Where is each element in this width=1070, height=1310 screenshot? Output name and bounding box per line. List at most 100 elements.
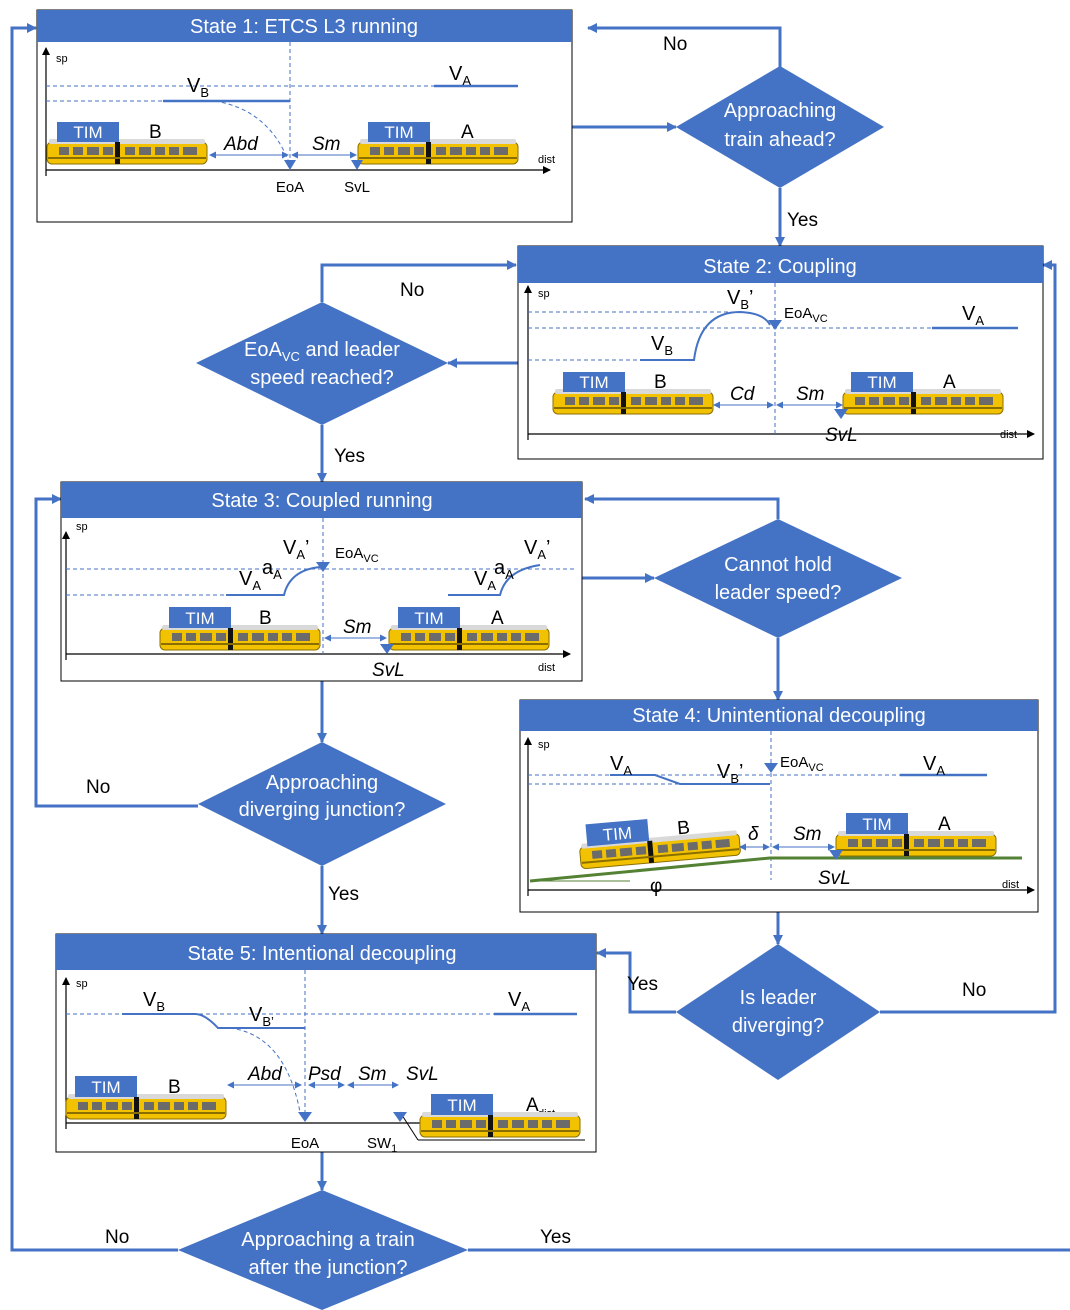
flow-lines — [10, 23, 1070, 1252]
edge-label-yes-d5: Yes — [627, 974, 658, 995]
label-sm: Sm — [796, 384, 825, 405]
decision-text: leader speed? — [715, 582, 842, 604]
train-a — [835, 830, 997, 857]
state-title: State 3: Coupled running — [211, 490, 432, 512]
label-vb-prime: VB’ — [249, 1004, 274, 1029]
decision-text: diverging junction? — [239, 799, 406, 821]
train-a — [357, 138, 519, 165]
label-abd: Abd — [247, 1064, 283, 1085]
state-2-box: State 2: Coupling sp dist VB’ EoAVC VA V… — [517, 245, 1044, 460]
decision-approaching-diverging-junction: Approaching diverging junction? — [198, 742, 446, 866]
tim-label: TIM — [602, 823, 633, 844]
state-title: State 2: Coupling — [703, 256, 856, 278]
train-b — [46, 138, 208, 165]
train-label-b: B — [168, 1077, 181, 1098]
label-va-prime: VA’ — [283, 537, 309, 562]
train-b — [65, 1093, 227, 1120]
edge-labels: No Yes No Yes No Yes Yes No No Yes — [86, 34, 986, 1248]
tim-label: TIM — [414, 609, 443, 628]
decision-approaching-train-after-junction: Approaching a train after the junction? — [178, 1190, 468, 1310]
edge-label-no-d5: No — [962, 980, 986, 1001]
decision-text: train ahead? — [724, 129, 835, 151]
label-vb: VB — [187, 75, 209, 100]
label-aa: aA — [262, 557, 282, 582]
tim-label: TIM — [185, 609, 214, 628]
decision-text: Approaching a train — [241, 1229, 414, 1251]
edge-label-yes-d4: Yes — [328, 884, 359, 905]
label-eoa-vc: EoAVC — [780, 754, 824, 774]
train-a — [419, 1111, 581, 1138]
label-va: VA — [610, 753, 632, 778]
gradient-line — [529, 856, 1022, 883]
train-label-a: A — [938, 814, 951, 835]
train-label-a: A — [461, 122, 474, 143]
train-label-b: B — [676, 817, 690, 839]
label-sm: Sm — [793, 824, 822, 845]
axis-label-sp: sp — [56, 53, 68, 65]
label-sm: Sm — [312, 134, 341, 155]
label-va-prime: VA’ — [524, 537, 550, 562]
train-label-a: A — [491, 608, 504, 629]
decision-is-leader-diverging: Is leader diverging? — [676, 944, 880, 1080]
decision-cannot-hold-leader-speed: Cannot hold leader speed? — [654, 519, 902, 638]
axis-label-dist: dist — [1000, 429, 1017, 441]
label-sm: Sm — [358, 1064, 387, 1085]
decision-approaching-train-ahead: Approaching train ahead? — [676, 66, 884, 188]
decision-text: Approaching — [724, 100, 836, 122]
tim-label: TIM — [867, 373, 896, 392]
label-svl: SvL — [344, 179, 370, 196]
edge-label-no-d2: No — [400, 280, 424, 301]
edge-label-no-d6: No — [105, 1227, 129, 1248]
edge-label-yes-d2: Yes — [334, 446, 365, 467]
edge-label-yes-d6: Yes — [540, 1227, 571, 1248]
edge-label-no-d1: No — [663, 34, 687, 55]
axis-label-sp: sp — [538, 288, 550, 300]
decision-text: diverging? — [732, 1015, 824, 1037]
state-title: State 1: ETCS L3 running — [190, 16, 418, 38]
label-va: VA — [239, 568, 261, 593]
label-eoa-vc: EoAVC — [784, 305, 828, 325]
state-1-box: State 1: ETCS L3 running sp dist VA VB T… — [36, 9, 573, 223]
tim-label: TIM — [862, 815, 891, 834]
decision-text: Approaching — [266, 772, 378, 794]
state-3-box: State 3: Coupled running sp dist VA’ aA … — [60, 481, 583, 682]
label-va: VA — [508, 989, 530, 1014]
axis-label-sp: sp — [76, 978, 88, 990]
state-title: State 5: Intentional decoupling — [187, 943, 456, 965]
tim-label: TIM — [579, 373, 608, 392]
decision-text: Cannot hold — [724, 554, 832, 576]
label-eoa: EoA — [276, 179, 304, 196]
decision-text: after the junction? — [249, 1257, 408, 1279]
state-title: State 4: Unintentional decoupling — [632, 705, 926, 727]
label-vb-prime: VB’ — [717, 761, 743, 786]
label-vb: VB — [143, 989, 165, 1014]
tim-label: TIM — [447, 1096, 476, 1115]
decision-text: Is leader — [740, 987, 817, 1009]
train-label-a: A — [943, 372, 956, 393]
train-a — [388, 624, 550, 651]
tim-label: TIM — [73, 123, 102, 142]
label-vb-prime: VB’ — [727, 287, 753, 312]
train-label-b: B — [259, 608, 272, 629]
decision-text: EoAVC and leader — [244, 339, 400, 364]
decision-eoa-vc-and-leader-speed: EoAVC and leader speed reached? — [196, 302, 448, 425]
label-svl: SvL — [406, 1064, 439, 1085]
train-label-a: A — [526, 1095, 539, 1116]
label-va: VA — [449, 63, 471, 88]
label-va: VA — [474, 568, 496, 593]
label-phi: φ — [650, 876, 662, 897]
label-sm: Sm — [343, 617, 372, 638]
train-b — [159, 624, 321, 651]
label-vb: VB — [651, 333, 673, 358]
label-svl: SvL — [825, 425, 858, 446]
train-a — [842, 388, 1004, 415]
label-eoa: EoA — [291, 1135, 319, 1152]
label-svl: SvL — [818, 868, 851, 889]
label-svl: SvL — [372, 660, 405, 681]
axis-label-dist: dist — [538, 662, 555, 674]
label-sw1: SW1 — [367, 1135, 397, 1155]
edge-label-yes-d1: Yes — [787, 210, 818, 231]
label-cd: Cd — [730, 384, 756, 405]
train-label-b: B — [149, 122, 162, 143]
